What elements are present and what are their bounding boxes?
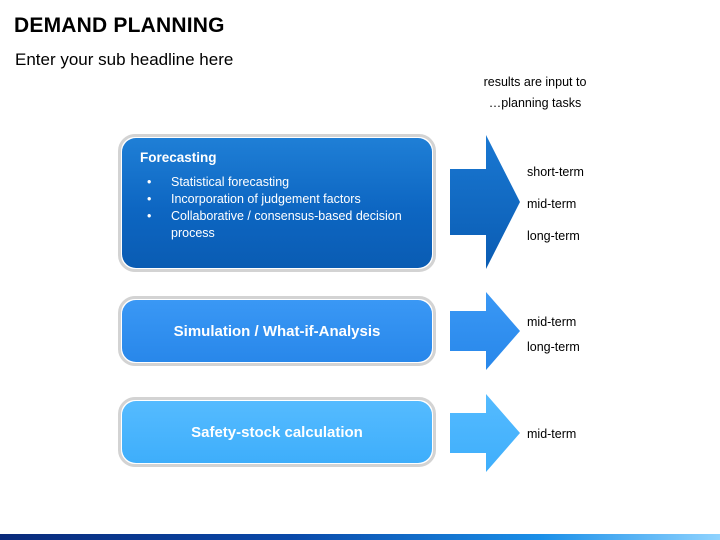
bullet-text: Incorporation of judgement factors [171, 192, 361, 206]
bullet-icon: • [147, 209, 152, 223]
forecasting-label-mid-term: mid-term [527, 197, 577, 211]
safety-stock-label-mid-term: mid-term [527, 427, 577, 441]
safety-stock-heading: Safety-stock calculation [191, 423, 363, 441]
list-item: • Collaborative / consensus-based decisi… [140, 208, 414, 242]
page-subtitle: Enter your sub headline here [15, 50, 234, 69]
list-item: • Incorporation of judgement factors [140, 191, 414, 208]
safety-stock-box: Safety-stock calculation [118, 397, 436, 467]
results-note: results are input to …planning tasks [470, 72, 600, 114]
bullet-text: Statistical forecasting [171, 175, 290, 189]
bullet-icon: • [147, 175, 152, 189]
results-note-line-1: results are input to [483, 75, 587, 89]
forecasting-arrow-icon [450, 135, 520, 269]
safety-stock-arrow-icon [450, 394, 520, 472]
bullet-text: Collaborative / consensus-based decision… [171, 209, 402, 240]
simulation-label-mid-term: mid-term [527, 315, 577, 329]
simulation-heading: Simulation / What-if-Analysis [173, 322, 381, 340]
forecasting-bullet-list: • Statistical forecasting • Incorporatio… [140, 174, 414, 242]
simulation-label-long-term: long-term [527, 340, 580, 354]
simulation-arrow-icon [450, 292, 520, 370]
forecasting-heading: Forecasting [140, 150, 217, 165]
results-note-line-2: …planning tasks [488, 96, 582, 110]
bullet-icon: • [147, 192, 152, 206]
page-title: DEMAND PLANNING [14, 14, 225, 37]
forecasting-label-long-term: long-term [527, 229, 580, 243]
list-item: • Statistical forecasting [140, 174, 414, 191]
forecasting-label-short-term: short-term [527, 165, 584, 179]
simulation-box: Simulation / What-if-Analysis [118, 296, 436, 366]
forecasting-box: Forecasting • Statistical forecasting • … [118, 134, 436, 272]
footer-bar [0, 534, 720, 540]
